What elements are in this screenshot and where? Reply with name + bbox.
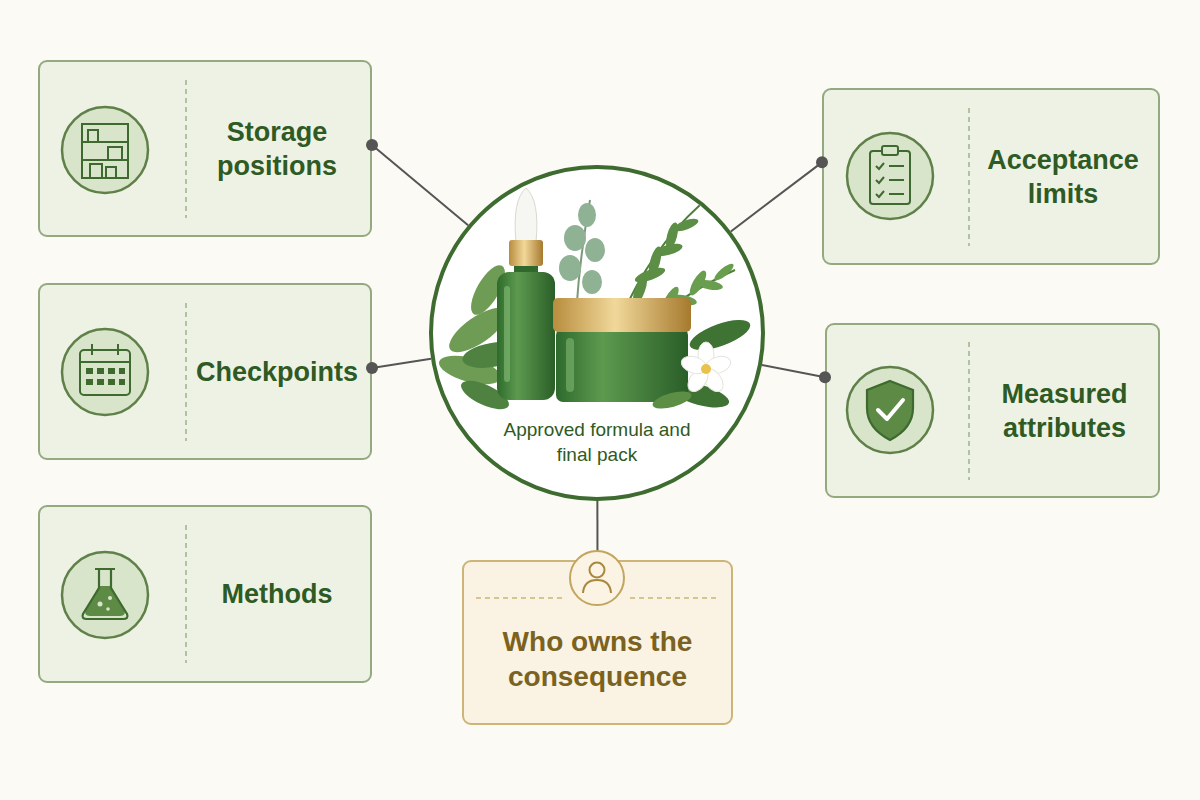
topic-box: Checkpoints: [38, 283, 372, 460]
owner-box: Who owns the consequence: [462, 560, 733, 725]
node-label: Methods: [192, 507, 362, 681]
topic-box: Storage positions: [38, 60, 372, 237]
topic-box: Acceptance limits: [822, 88, 1160, 265]
connector-line: [366, 359, 431, 374]
connector-line: [731, 156, 828, 231]
connector-line: [366, 139, 468, 225]
connector-line: [762, 365, 831, 383]
node-label: Approved formula and final pack: [497, 417, 697, 467]
topic-box: Methods: [38, 505, 372, 683]
node-label: Measured attributes: [979, 325, 1150, 496]
topic-box: Measured attributes: [825, 323, 1160, 498]
node-label: Acceptance limits: [976, 90, 1150, 263]
node-label: Storage positions: [192, 62, 362, 235]
node-label: Who owns the consequence: [472, 624, 723, 694]
node-label: Checkpoints: [192, 285, 362, 458]
center-circle: Approved formula and final pack: [429, 165, 765, 501]
connector-line: [597, 501, 598, 560]
